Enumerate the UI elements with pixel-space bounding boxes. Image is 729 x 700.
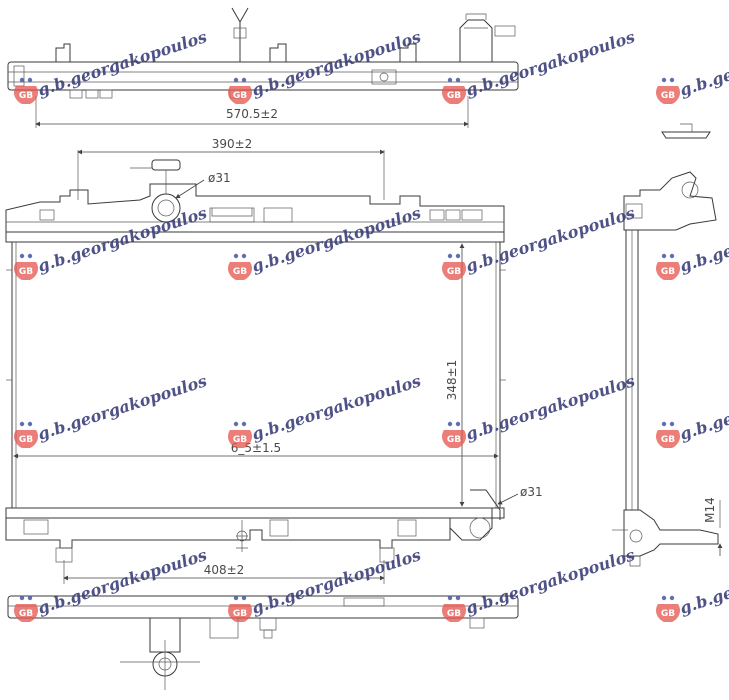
- watermark-text: g.b.georgakopoulos: [35, 27, 209, 100]
- dim-outlet-diameter: ø31: [520, 485, 543, 499]
- watermark-text: g.b.georgakopoulos: [463, 371, 637, 444]
- watermark-text: g.b.georgakopoulos: [249, 203, 423, 276]
- watermark-text: g.b.georg: [677, 573, 729, 617]
- watermark-text: g.b.georgakopoulos: [249, 27, 423, 100]
- dim-cap-diameter: ø31: [208, 171, 231, 185]
- watermark-text: g.b.georg: [677, 231, 729, 275]
- watermark-text: g.b.georgakopoulos: [35, 371, 209, 444]
- watermark-text: g.b.georgakopoulos: [35, 545, 209, 618]
- watermark-text: g.b.georgakopoulos: [463, 27, 637, 100]
- dim-bottom-offset: 408±2: [204, 563, 245, 577]
- dim-side-thread: M14: [703, 497, 717, 523]
- front-view: 390±2 ø31 348±1 6_5: [5, 137, 543, 584]
- watermark-text: g.b.georgakopoulos: [463, 203, 637, 276]
- watermark-text: g.b.georgakopoulos: [249, 545, 423, 618]
- dim-top-width: 570.5±2: [226, 107, 278, 121]
- watermark-text: g.b.georgakopoulos: [249, 371, 423, 444]
- dim-core-offset: 390±2: [212, 137, 253, 151]
- watermark-text: g.b.georg: [677, 399, 729, 443]
- watermarks: g.b.georgakopoulos g.b.georgakopoulos g.…: [14, 27, 729, 622]
- dim-core-height: 348±1: [445, 360, 459, 401]
- side-view: M14: [612, 123, 723, 567]
- bottom-view: [7, 595, 519, 690]
- watermark-text: g.b.georgakopoulos: [463, 545, 637, 618]
- watermark-text: g.b.georgakopoulos: [35, 203, 209, 276]
- watermark-text: g.b.georg: [677, 55, 729, 99]
- top-view: 570.5±2: [7, 7, 519, 128]
